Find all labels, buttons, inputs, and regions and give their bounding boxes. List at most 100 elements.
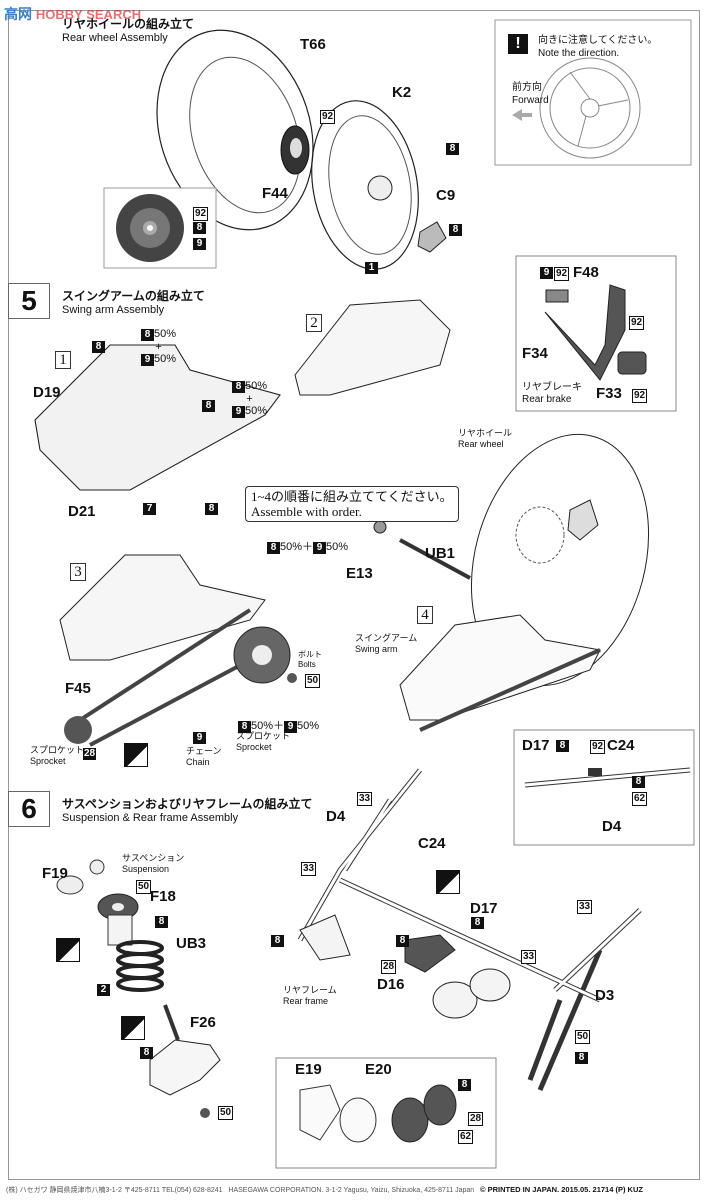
color-chip-33: 33 (577, 900, 593, 914)
suspension-cap-drawing (89, 859, 105, 875)
color-chip-8: 8 (267, 542, 280, 554)
mix-pct: 50% (297, 720, 320, 732)
bolt-drawing (287, 673, 297, 683)
step4-title-en: Rear wheel Assembly (62, 32, 168, 44)
color-chip-50: 50 (136, 880, 152, 894)
part-d4-detail: D4 (602, 818, 622, 835)
color-chip-9: 9 (232, 406, 245, 418)
direction-note-en: Note the direction. (538, 48, 620, 59)
step5-title-en: Swing arm Assembly (62, 304, 165, 316)
color-chip-28: 28 (381, 960, 397, 974)
part-e19: E19 (295, 1061, 322, 1078)
color-chip-33: 33 (357, 792, 373, 806)
cap-drawing (417, 221, 447, 253)
caution-icon: ! (508, 34, 528, 54)
rear-brake-drawing (544, 284, 626, 381)
part-t66: T66 (300, 36, 326, 53)
rear-brake-ja: リヤブレーキ (522, 382, 582, 393)
color-chip-8: 8 (556, 740, 569, 752)
color-chip-2: 2 (97, 984, 110, 996)
substep-3: 3 (70, 563, 86, 581)
rear-brake-label: リヤブレーキ Rear brake (522, 382, 582, 406)
color-chip-9: 9 (284, 721, 298, 733)
rear-brake-en: Rear brake (522, 394, 572, 405)
mix-pct: 50% (154, 353, 177, 365)
direction-note: 向きに注意してください。 Note the direction. (538, 34, 657, 60)
color-chip-92: 92 (193, 207, 209, 221)
page-frame (8, 10, 700, 1180)
part-f48: F48 (573, 264, 599, 281)
color-chip-8: 8 (471, 917, 484, 929)
color-chip-9: 9 (193, 238, 206, 250)
footer-address-ja: (株) ハセガワ 静岡県焼津市八楠3-1-2 〒425-8711 TEL(054… (6, 1187, 223, 1194)
sprocket-en: Sprocket (236, 742, 272, 752)
part-d17-detail: D17 (522, 737, 550, 754)
substep-1: 1 (55, 351, 71, 369)
mix-inline: 50%＋ (251, 720, 285, 732)
suspension-ja: サスペンション (122, 853, 185, 863)
color-chip-8: 8 (232, 381, 245, 393)
d16-bracket-drawing (404, 934, 456, 973)
color-chip-62: 62 (458, 1130, 474, 1144)
substep-2: 2 (306, 314, 322, 332)
step6-title-ja: サスペンションおよびリヤフレームの組み立て (62, 797, 313, 811)
part-ub3: UB3 (176, 935, 207, 952)
color-chip-50: 50 (305, 674, 321, 688)
part-f44: F44 (262, 185, 288, 202)
e-assembled-drawing (391, 1097, 429, 1143)
rear-wheel-ja: リヤホイール (458, 428, 513, 438)
color-chip-8: 8 (205, 503, 218, 515)
step4-title-ja: リヤホイールの組み立て (62, 17, 195, 31)
step6-title: サスペンションおよびリヤフレームの組み立て Suspension & Rear … (62, 795, 313, 824)
swing-arm-drawing-4 (399, 614, 601, 721)
part-e13: E13 (346, 565, 373, 582)
mix-pct: 50% (245, 380, 268, 392)
part-c24: C24 (418, 835, 446, 852)
color-chip-9: 9 (193, 732, 206, 744)
chain-ja: チェーン (186, 746, 222, 756)
direction-wheel-drawing (539, 57, 641, 159)
sprocket-ja: スプロケット (236, 731, 291, 741)
part-c24-detail: C24 (607, 737, 635, 754)
mix-plus: + (246, 393, 253, 405)
forward-arrow (512, 109, 532, 121)
part-f19: F19 (42, 865, 68, 882)
swing-arm-drawing-2 (294, 299, 451, 396)
footer-printed: © PRINTED IN JAPAN. 2015.05. 21714 (P) K… (480, 1185, 643, 1194)
color-chip-92: 92 (629, 316, 645, 330)
shock-bottom-drawing (149, 1039, 221, 1096)
step-number-6: 6 (8, 791, 50, 827)
color-chip-8: 8 (92, 341, 105, 353)
color-chip-28: 28 (468, 1112, 484, 1126)
color-chip-8: 8 (449, 224, 462, 236)
part-d17: D17 (470, 900, 498, 917)
rear-frame-ja: リヤフレーム (283, 985, 337, 995)
bolts-en: Bolts (298, 660, 316, 669)
part-f33: F33 (596, 385, 622, 402)
color-chip-92: 92 (320, 110, 336, 124)
part-d16: D16 (377, 976, 405, 993)
rear-frame-en: Rear frame (283, 996, 329, 1006)
part-d19: D19 (33, 384, 61, 401)
color-chip-1: 1 (365, 262, 378, 274)
color-chip-9: 9 (540, 267, 553, 279)
color-chip-8: 8 (202, 400, 215, 412)
step4-title: リヤホイールの組み立て Rear wheel Assembly (62, 15, 194, 44)
suspension-label: サスペンション Suspension (122, 853, 184, 875)
part-f18: F18 (150, 888, 176, 905)
wheel-drawing (311, 100, 419, 270)
order-note-en: Assemble with order. (251, 504, 362, 519)
sprocket-ja: スプロケット (30, 745, 85, 755)
chain-drawing (78, 608, 252, 747)
swing-arm-en: Swing arm (355, 644, 398, 654)
step5-title-ja: スイングアームの組み立て (62, 289, 205, 303)
rear-wheel-label: リヤホイール Rear wheel (458, 428, 512, 450)
suspension-en: Suspension (122, 864, 170, 874)
color-chip-8: 8 (458, 1079, 471, 1091)
battery-box-drawing (432, 981, 478, 1019)
sprocket-label-rear: スプロケット Sprocket (236, 731, 290, 753)
forward-label-ja: 前方向 (512, 82, 542, 93)
